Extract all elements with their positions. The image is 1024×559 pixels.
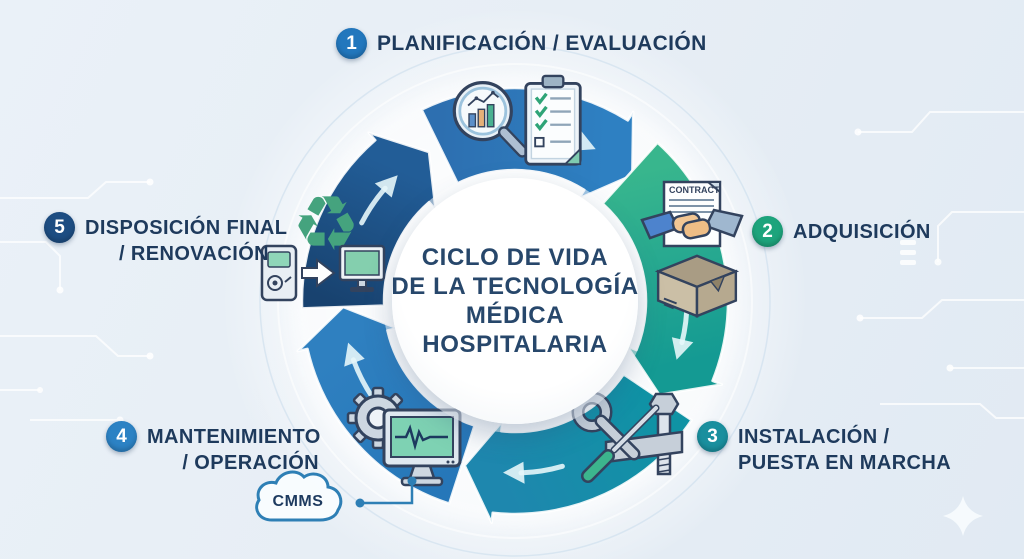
- stage-3-line-2: PUESTA EN MARCHA: [738, 452, 952, 474]
- connector-dot-left: [355, 498, 365, 508]
- cmms-label: CMMS: [272, 493, 324, 510]
- stage-4-label: MANTENIMIENTO / OPERACIÓN: [147, 424, 321, 476]
- stage-5-line-1: DISPOSICIÓN FINAL: [85, 217, 288, 239]
- stage-5-badge: 5: [44, 212, 75, 243]
- sparkle-icon: [943, 496, 983, 536]
- title-line-2: DE LA TECNOLOGÍA: [391, 273, 639, 300]
- stage-5-label: DISPOSICIÓN FINAL / RENOVACIÓN: [85, 215, 288, 267]
- stage-1-badge: 1: [336, 28, 367, 59]
- title-line-4: HOSPITALARIA: [422, 331, 608, 358]
- cloud-outline: [255, 470, 343, 522]
- bar-chart-magnifier-icon: [446, 76, 538, 177]
- cmms-cloud: CMMS: [250, 466, 430, 559]
- stage-4-badge: 4: [106, 421, 137, 452]
- stage-3-badge: 3: [697, 421, 728, 452]
- stage-3-label: INSTALACIÓN / PUESTA EN MARCHA: [738, 424, 951, 476]
- stage-5-line-2: / RENOVACIÓN: [119, 243, 269, 265]
- stage-3-instalacion: 3 INSTALACIÓN / PUESTA EN MARCHA: [697, 421, 951, 476]
- ring-segment-3: [463, 373, 693, 525]
- stage-2-label: ADQUISICIÓN: [793, 221, 931, 243]
- connector-dot-top: [407, 476, 417, 486]
- device-renewal-icon: [260, 242, 386, 309]
- stage-1-planificacion: 1 PLANIFICACIÓN / EVALUACIÓN: [336, 28, 707, 59]
- stage-4-line-2: / OPERACIÓN: [182, 452, 319, 474]
- connector-line: [364, 481, 414, 505]
- flow-arrowhead-4: [344, 342, 365, 367]
- stage-3-line-1: INSTALACIÓN /: [738, 426, 890, 448]
- stage-4-line-1: MANTENIMIENTO: [147, 426, 321, 448]
- stage-4-mantenimiento: 4 MANTENIMIENTO / OPERACIÓN: [106, 421, 321, 476]
- checklist-clipboard-icon: [522, 72, 584, 175]
- shipping-box-icon: [650, 250, 744, 323]
- stage-2-badge: 2: [752, 216, 783, 247]
- stage-2-adquisicion: 2 ADQUISICIÓN: [752, 216, 931, 247]
- flow-arrowhead-3: [503, 461, 525, 484]
- title-line-3: MÉDICA: [465, 302, 565, 329]
- title-line-1: CICLO DE VIDA: [421, 244, 609, 271]
- center-title-circle: CICLO DE VIDA DE LA TECNOLOGÍA MÉDICA HO…: [391, 178, 639, 424]
- contract-label: CONTRACT: [669, 185, 720, 195]
- contract-handshake-icon: CONTRACT: [640, 180, 744, 259]
- stage-1-label: PLANIFICACIÓN / EVALUACIÓN: [377, 32, 707, 55]
- stage-5-disposicion: 5 DISPOSICIÓN FINAL / RENOVACIÓN: [44, 212, 288, 267]
- flow-arrowhead-2: [671, 337, 694, 360]
- ring-segment-5: [300, 131, 437, 310]
- tools-bolt-icon: [570, 390, 694, 499]
- flow-arrowhead-5: [374, 175, 398, 198]
- gear-monitor-icon: [344, 384, 466, 501]
